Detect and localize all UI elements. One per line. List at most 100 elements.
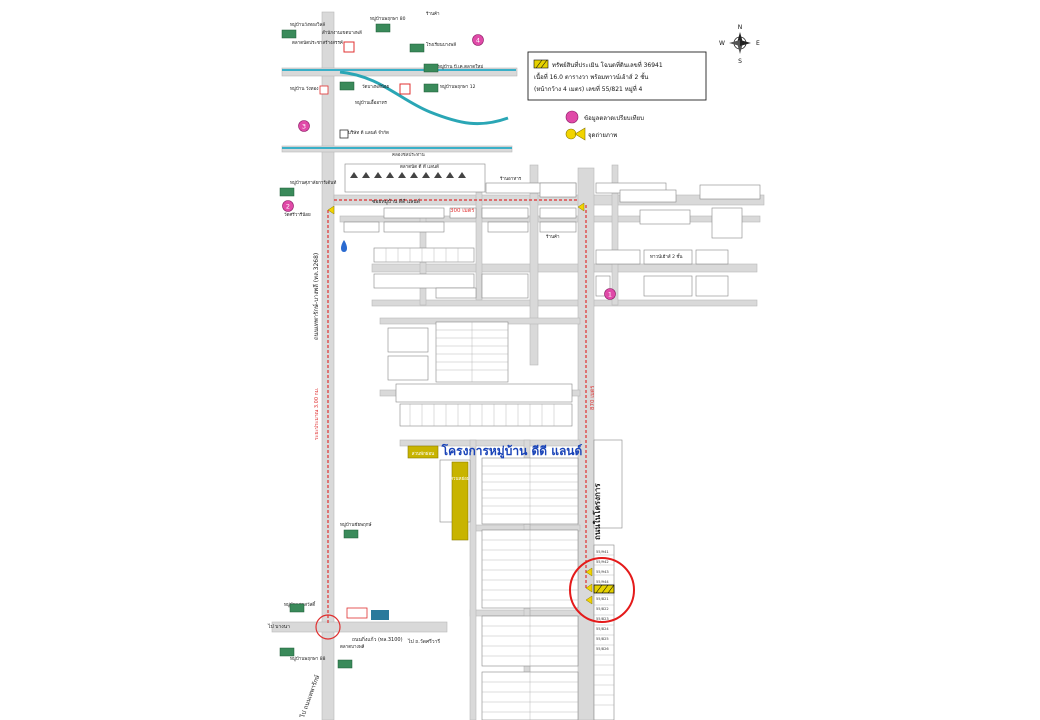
compass-needle-south xyxy=(737,43,743,54)
block xyxy=(387,327,429,353)
photo-point-icon[interactable] xyxy=(585,567,593,577)
hospital-icon xyxy=(399,83,411,95)
block xyxy=(481,207,529,219)
subject-property-hatch xyxy=(595,584,603,594)
landmark-label: ตลาดบางพลี xyxy=(340,644,365,650)
block xyxy=(449,207,477,219)
landmark-icons xyxy=(279,23,439,669)
market-icon xyxy=(374,172,382,178)
photo-points xyxy=(327,202,593,605)
comparable-markers: 1 2 3 4 xyxy=(282,34,616,300)
garden-label: สวนหย่อม xyxy=(450,476,470,482)
village-title: โครงการหมู่บ้าน ดีดี แลนด์ xyxy=(441,443,583,459)
block xyxy=(383,207,445,219)
distance-300-label: 300 เมตร xyxy=(450,208,474,214)
house-icon xyxy=(423,63,439,73)
market-icon xyxy=(362,172,370,178)
block xyxy=(487,221,529,233)
village-grid-h3 xyxy=(399,439,581,447)
block xyxy=(539,182,577,198)
plot-number: 55/826 xyxy=(596,647,609,651)
comparable-marker-dot xyxy=(282,200,294,212)
block xyxy=(373,247,475,263)
house-icon xyxy=(423,83,439,93)
landmark-label: โรงเรียนบางพลี xyxy=(426,41,456,48)
plot-number: 55/943 xyxy=(596,570,609,574)
photo-point-icon[interactable] xyxy=(585,583,593,593)
block xyxy=(395,383,573,403)
compass-west-label: W xyxy=(719,40,725,47)
market-icon xyxy=(350,172,358,178)
house-icon xyxy=(343,529,359,539)
block xyxy=(383,221,445,233)
landmark-label: บริษัท ดี แลนด์ จำกัด xyxy=(348,129,389,136)
comparable-marker-2[interactable]: 2 xyxy=(282,200,294,212)
hospital-icon xyxy=(343,41,355,53)
comparable-marker-3[interactable]: 3 xyxy=(298,120,310,132)
landmark-label: หมู่บ้านเอื้ออาทร xyxy=(355,99,388,106)
road-row-3 xyxy=(371,263,758,273)
photo-point-icon[interactable] xyxy=(577,202,585,212)
block xyxy=(643,249,693,265)
to-left-label: ไป บางนา xyxy=(267,623,290,630)
comparable-marker-1[interactable]: 1 xyxy=(604,288,616,300)
landmark-label: หมู่บ้านศุภาลัยการ์เด้นท์ xyxy=(290,179,336,186)
landmark-label: ตลาดนัดประชาสร้างสรรค์ xyxy=(292,39,343,46)
block xyxy=(539,221,577,233)
landmark-label: ร้านอาหาร xyxy=(500,176,522,182)
water-drop-icon xyxy=(341,240,347,252)
landmark-label: หมู่บ้านพฤกษา 80 xyxy=(370,16,406,22)
block xyxy=(387,355,429,381)
village-road-5 xyxy=(611,164,619,306)
legend-photo-icon xyxy=(574,127,586,141)
photo-point-icon[interactable] xyxy=(327,205,335,215)
block xyxy=(699,184,761,200)
landmark-label: หมู่บ้านพฤกษา 12 xyxy=(440,84,476,90)
comparable-marker-number: 1 xyxy=(608,291,612,299)
photo-point-icon[interactable] xyxy=(585,595,593,605)
comparable-marker-4[interactable]: 4 xyxy=(472,34,484,46)
market-icon xyxy=(446,172,454,178)
shop-icon xyxy=(339,129,349,139)
house-icon xyxy=(281,29,297,39)
canal xyxy=(339,70,509,126)
house-icon xyxy=(279,647,295,657)
landmark-label: หมู่บ้านพฤกษา 88 xyxy=(290,656,326,662)
block xyxy=(481,273,529,299)
block xyxy=(711,207,743,239)
landmark-label: ร้านค้า xyxy=(426,11,440,17)
legend-box xyxy=(527,51,707,101)
subject-highlight-circle xyxy=(569,557,635,623)
park-area xyxy=(451,461,469,541)
block xyxy=(695,249,729,265)
comparable-marker-dot xyxy=(472,34,484,46)
landmark-label: สำนักงานเขตบางพลี xyxy=(322,29,362,36)
village-grid-v1 xyxy=(469,439,477,720)
landmark-label: หมู่บ้านชัยพฤกษ์ xyxy=(340,521,372,528)
roundabout-sign xyxy=(346,607,368,619)
legend-swatch-hatch xyxy=(535,59,543,69)
park-label-box xyxy=(407,445,439,459)
shop-icon xyxy=(319,85,329,95)
compass-south-label: S xyxy=(738,58,742,65)
plot-number: 55/944 xyxy=(596,580,609,584)
plot-number: 55/941 xyxy=(596,550,609,554)
block xyxy=(643,275,693,297)
subject-property-hatch xyxy=(601,584,609,594)
village-road-2 xyxy=(529,164,539,366)
comparable-marker-dot xyxy=(604,288,616,300)
road-network xyxy=(271,11,765,720)
landmark-labels: หมู่บ้านวังทองวิลล์ สำนักงานเขตบางพลี หม… xyxy=(284,11,683,662)
block xyxy=(619,189,677,203)
compass-north-label: N xyxy=(738,24,743,31)
distance-870-label: 870 เมตร xyxy=(590,386,596,410)
comparable-marker-number: 4 xyxy=(476,37,480,45)
bottom-road xyxy=(271,621,448,633)
canal-label: คลองชลประทาน xyxy=(392,152,425,158)
comparable-marker-dot xyxy=(298,120,310,132)
landmark-label: หมู่บ้านวังทองวิลล์ xyxy=(290,21,325,28)
block xyxy=(595,249,641,265)
compass-needle-east xyxy=(740,40,751,46)
subject-property[interactable] xyxy=(593,584,615,594)
